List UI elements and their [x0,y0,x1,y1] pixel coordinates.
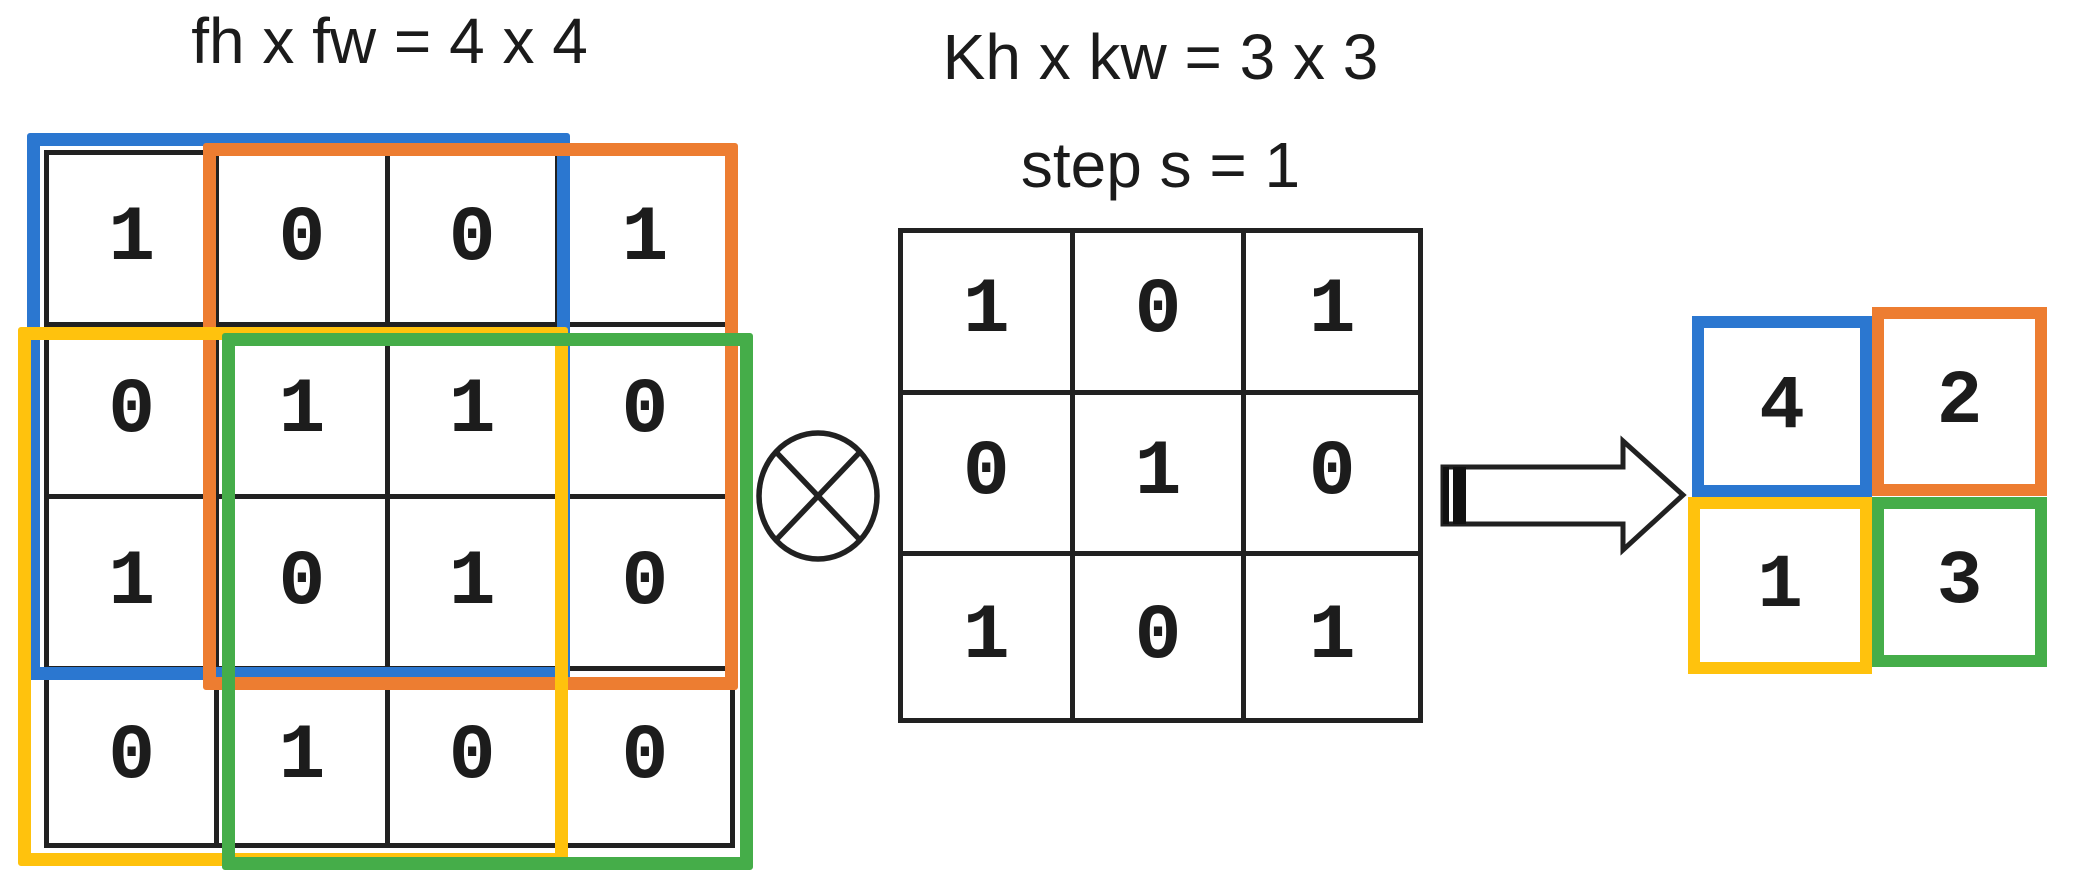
output-cell: 4 [1692,316,1872,497]
output-cell: 1 [1688,497,1872,674]
input-cell: 0 [559,499,730,671]
kernel-cell: 0 [1246,395,1418,557]
kernel-cell: 1 [1074,394,1247,557]
output-cell: 2 [1872,307,2047,496]
input-cell: 0 [49,327,220,499]
kernel-grid: 1 0 1 0 1 0 1 0 1 [898,228,1423,723]
kernel-cell: 1 [1308,593,1356,682]
input-cell: 0 [559,327,730,499]
kernel-cell: 0 [1075,556,1247,718]
input-cell: 1 [389,499,560,671]
input-cell: 0 [390,671,560,843]
input-cell: 1 [219,671,390,843]
kernel-cell: 1 [903,556,1075,718]
input-cell: 0 [621,713,669,801]
input-cell: 1 [49,155,220,327]
convolution-operator-icon [756,430,880,562]
input-map-title: fh x fw = 4 x 4 [191,5,588,77]
kernel-title: Kh x kw = 3 x 3 [942,21,1379,93]
result-arrow-icon [1440,435,1687,556]
input-cell: 0 [219,155,390,327]
input-cell: 1 [389,327,560,499]
kernel-cell: 0 [903,394,1075,557]
kernel-cell: 0 [1074,233,1247,395]
input-cell: 0 [49,671,220,843]
input-feature-map-grid: 1 0 0 1 0 1 1 0 1 0 1 0 0 1 0 0 [44,150,735,848]
kernel-cell: 1 [1246,233,1418,395]
input-cell: 0 [219,499,390,671]
kernel-cell: 1 [903,233,1075,395]
input-cell: 1 [559,155,730,327]
output-cell: 3 [1872,497,2047,667]
kernel-subtitle: step s = 1 [1020,129,1301,201]
input-cell: 1 [49,499,220,671]
input-cell: 0 [389,155,560,327]
input-cell: 1 [219,327,390,499]
